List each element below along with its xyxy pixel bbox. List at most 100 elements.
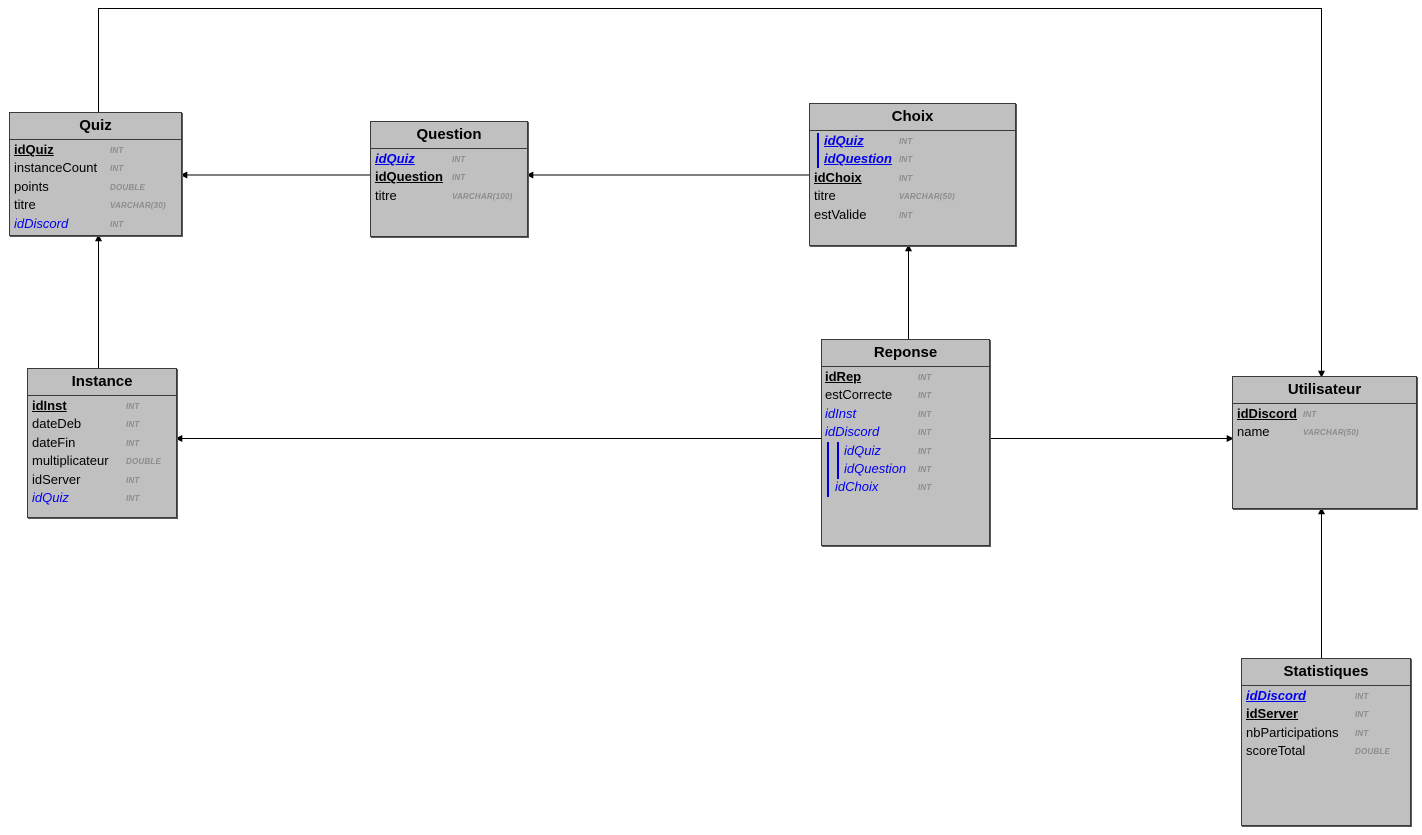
- attribute-type: INT: [1355, 692, 1369, 701]
- attribute-type: INT: [452, 155, 466, 164]
- attribute-name: idChoix: [835, 479, 879, 495]
- attribute-row[interactable]: idQuiz INT: [371, 150, 527, 168]
- attribute-name: name: [1237, 424, 1270, 440]
- attribute-name: multiplicateur: [32, 453, 109, 469]
- attribute-name: idQuiz: [14, 142, 54, 157]
- attribute-row[interactable]: idChoix INT: [810, 169, 1015, 187]
- attribute-name: idDiscord: [825, 424, 880, 440]
- entity-title: Statistiques: [1242, 659, 1410, 686]
- attribute-type: INT: [126, 420, 140, 430]
- attribute-row[interactable]: dateFin INT: [28, 434, 176, 452]
- attribute-row[interactable]: dateDeb INT: [28, 415, 176, 433]
- attribute-row[interactable]: idDiscord INT: [1242, 687, 1410, 705]
- attribute-row[interactable]: name VARCHAR(50): [1233, 423, 1416, 441]
- attribute-name: nbParticipations: [1246, 724, 1339, 740]
- entity-reponse[interactable]: Reponse idRep INT estCorrecte INT idInst…: [821, 339, 990, 546]
- attribute-type: INT: [1355, 710, 1369, 720]
- attribute-name: idInst: [825, 405, 857, 421]
- attribute-row[interactable]: idQuestion INT: [810, 150, 1015, 168]
- attribute-row[interactable]: estCorrecte INT: [822, 386, 989, 404]
- attribute-row[interactable]: idQuiz INT: [822, 442, 989, 460]
- attribute-type: VARCHAR(50): [899, 192, 955, 202]
- attribute-type: INT: [452, 173, 466, 183]
- entity-title: Instance: [28, 369, 176, 396]
- attribute-name: idServer: [1246, 706, 1299, 722]
- attribute-name: idDiscord: [1246, 688, 1306, 703]
- attribute-row[interactable]: idQuiz INT: [810, 132, 1015, 150]
- attribute-type: VARCHAR(50): [1303, 428, 1359, 438]
- attribute-type: INT: [918, 428, 932, 438]
- attribute-name: scoreTotal: [1246, 743, 1306, 759]
- attribute-type: INT: [110, 219, 124, 229]
- attribute-name: idQuestion: [824, 151, 892, 167]
- attribute-type: VARCHAR(100): [452, 191, 513, 201]
- entity-instance[interactable]: Instance idInst INT dateDeb INT dateFin …: [27, 368, 177, 518]
- foreign-key-group-bar: [827, 442, 829, 497]
- attribute-name: idQuiz: [844, 442, 881, 458]
- entity-title: Utilisateur: [1233, 377, 1416, 404]
- attribute-name: idQuestion: [375, 169, 443, 185]
- entity-utilisateur[interactable]: Utilisateur idDiscord INT name VARCHAR(5…: [1232, 376, 1417, 509]
- attribute-name: idDiscord: [1237, 406, 1297, 421]
- attribute-type: INT: [918, 446, 932, 456]
- attribute-row[interactable]: idDiscord INT: [10, 215, 181, 233]
- entity-choix[interactable]: Choix idQuiz INT idQuestion INT idChoix …: [809, 103, 1016, 246]
- attribute-row[interactable]: idServer INT: [28, 471, 176, 489]
- attribute-row[interactable]: titre VARCHAR(100): [371, 187, 527, 205]
- attribute-name: idInst: [32, 398, 67, 413]
- attribute-type: INT: [126, 493, 140, 503]
- entity-quiz[interactable]: Quiz idQuiz INT instanceCount INT points…: [9, 112, 182, 236]
- attribute-row[interactable]: idQuestion INT: [822, 460, 989, 478]
- attribute-type: INT: [899, 155, 913, 165]
- attribute-name: titre: [375, 187, 397, 203]
- entity-title: Quiz: [10, 113, 181, 140]
- entity-title: Reponse: [822, 340, 989, 367]
- attribute-row[interactable]: instanceCount INT: [10, 159, 181, 177]
- attribute-name: idQuiz: [32, 489, 69, 505]
- attribute-name: titre: [14, 197, 36, 213]
- quiz-to-utilisateur-link: [98, 8, 1325, 378]
- attribute-type: INT: [126, 438, 140, 448]
- attribute-row[interactable]: idQuestion INT: [371, 168, 527, 186]
- attribute-name: dateDeb: [32, 416, 82, 432]
- attribute-row[interactable]: titre VARCHAR(30): [10, 196, 181, 214]
- attribute-name: idRep: [825, 369, 862, 384]
- attribute-name: estValide: [814, 206, 867, 222]
- attribute-type: INT: [918, 464, 932, 474]
- entity-title: Question: [371, 122, 527, 149]
- attribute-row[interactable]: idChoix INT: [822, 478, 989, 496]
- attribute-type: INT: [110, 164, 124, 174]
- attribute-row[interactable]: scoreTotal DOUBLE: [1242, 742, 1410, 760]
- entity-question[interactable]: Question idQuiz INT idQuestion INT titre…: [370, 121, 528, 237]
- attribute-name: idChoix: [814, 169, 862, 185]
- attribute-row[interactable]: idServer INT: [1242, 705, 1410, 723]
- attribute-row[interactable]: idRep INT: [822, 368, 989, 386]
- attribute-name: idServer: [32, 471, 81, 487]
- attribute-type: DOUBLE: [126, 457, 161, 467]
- attribute-type: INT: [1355, 728, 1369, 738]
- attribute-row[interactable]: titre VARCHAR(50): [810, 187, 1015, 205]
- attribute-type: VARCHAR(30): [110, 201, 166, 211]
- attribute-type: INT: [899, 137, 913, 146]
- attribute-row[interactable]: idInst INT: [822, 405, 989, 423]
- attribute-row[interactable]: idDiscord INT: [822, 423, 989, 441]
- attribute-name: estCorrecte: [825, 387, 893, 403]
- attribute-row[interactable]: idInst INT: [28, 397, 176, 415]
- attribute-row[interactable]: multiplicateur DOUBLE: [28, 452, 176, 470]
- attribute-row[interactable]: idDiscord INT: [1233, 405, 1416, 423]
- attribute-type: DOUBLE: [1355, 747, 1390, 757]
- attribute-name: idQuestion: [844, 460, 907, 476]
- attribute-name: idQuiz: [375, 151, 415, 166]
- attribute-row[interactable]: estValide INT: [810, 206, 1015, 224]
- entity-statistiques[interactable]: Statistiques idDiscord INT idServer INT …: [1241, 658, 1411, 826]
- attribute-row[interactable]: idQuiz INT: [10, 141, 181, 159]
- attribute-name: idDiscord: [14, 215, 69, 231]
- attribute-name: idQuiz: [824, 133, 864, 148]
- attribute-row[interactable]: nbParticipations INT: [1242, 724, 1410, 742]
- attribute-name: points: [14, 178, 49, 194]
- attribute-row[interactable]: idQuiz INT: [28, 489, 176, 507]
- attribute-type: INT: [918, 409, 932, 419]
- attribute-type: INT: [126, 402, 140, 411]
- attribute-row[interactable]: points DOUBLE: [10, 178, 181, 196]
